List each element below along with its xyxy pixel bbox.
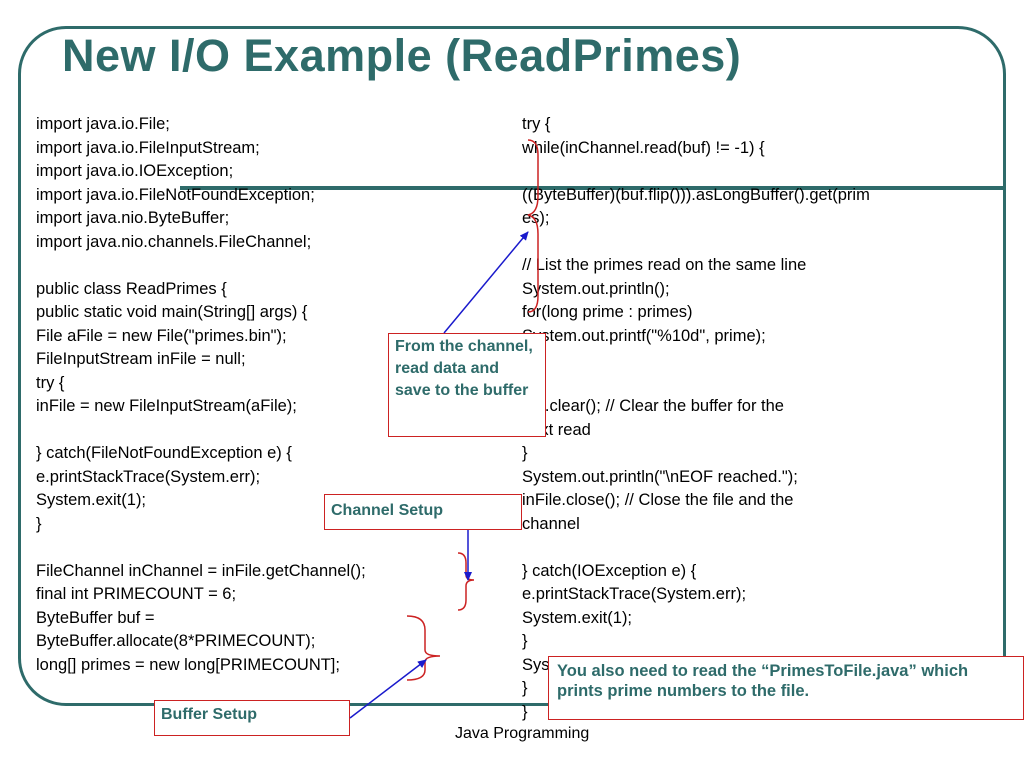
code-line: // List the primes read on the same line xyxy=(522,256,807,274)
code-line: System.out.printf("%10d", prime); xyxy=(522,326,766,345)
code-line: FileChannel inChannel = inFile.getChanne… xyxy=(36,561,366,580)
code-line: } xyxy=(522,632,528,650)
code-line: } catch(IOException e) { xyxy=(522,561,697,580)
code-line: System.out.println("\nEOF reached."); xyxy=(522,467,798,486)
brace-while-loop xyxy=(527,139,539,313)
code-line: public static void main(String[] args) { xyxy=(36,303,308,321)
arrow-channel-read xyxy=(443,231,529,334)
callout-channel-setup: Channel Setup xyxy=(324,494,522,530)
slide-frame xyxy=(18,26,1006,706)
code-line: es); xyxy=(522,209,550,227)
code-line: channel xyxy=(522,514,580,533)
code-line: e.printStackTrace(System.err); xyxy=(522,585,747,603)
code-line: import java.nio.channels.FileChannel; xyxy=(36,232,312,251)
code-line: inFile = new FileInputStream(aFile); xyxy=(36,397,297,415)
brace-channel-setup xyxy=(457,552,475,611)
code-line: inFile.close(); // Close the file and th… xyxy=(522,491,794,509)
code-line: import java.io.FileNotFoundException; xyxy=(36,185,315,204)
code-line: for(long prime : primes) xyxy=(522,303,693,321)
code-line: final int PRIMECOUNT = 6; xyxy=(36,585,237,603)
code-line: } xyxy=(522,679,528,697)
code-line: ByteBuffer buf = xyxy=(36,608,155,627)
code-line: } xyxy=(36,514,42,533)
code-line: System.exit(1); xyxy=(36,491,147,509)
code-line: System.exit(1); xyxy=(522,608,633,627)
code-line: while(inChannel.read(buf) != -1) { xyxy=(522,138,765,157)
code-line: e.printStackTrace(System.err); xyxy=(36,467,261,486)
code-line: ByteBuffer.allocate(8*PRIMECOUNT); xyxy=(36,632,316,650)
callout-buffer-setup: Buffer Setup xyxy=(154,700,350,736)
code-line: File aFile = new File("primes.bin"); xyxy=(36,326,287,345)
slide-footer: Java Programming xyxy=(455,725,590,742)
code-line: FileInputStream inFile = null; xyxy=(36,350,246,368)
code-line: } xyxy=(522,444,528,462)
code-line: try { xyxy=(522,115,551,133)
code-line: } xyxy=(522,702,528,721)
code-line: import java.nio.ByteBuffer; xyxy=(36,209,230,227)
code-block-left: import java.io.File; import java.io.FileI… xyxy=(36,113,366,677)
callout-channel-read: From the channel, read data and save to … xyxy=(388,333,546,437)
code-line: buf.clear(); // Clear the buffer for the xyxy=(522,397,784,415)
code-line: import java.io.File; xyxy=(36,115,170,133)
brace-buffer-setup xyxy=(406,615,441,681)
slide-title: New I/O Example (ReadPrimes) xyxy=(62,30,742,81)
code-line: import java.io.FileInputStream; xyxy=(36,138,260,157)
arrow-buffer-setup xyxy=(349,659,427,719)
code-line: ((ByteBuffer)(buf.flip())).asLongBuffer(… xyxy=(522,185,870,204)
code-line: public class ReadPrimes { xyxy=(36,279,227,298)
code-line: try { xyxy=(36,373,65,392)
code-block-right: try { while(inChannel.read(buf) != -1) {… xyxy=(522,113,870,724)
title-rule xyxy=(180,186,1006,190)
code-line: long[] primes = new long[PRIMECOUNT]; xyxy=(36,655,340,674)
callout-primes-to-file: You also need to read the “PrimesToFile.… xyxy=(548,656,1024,720)
code-line: System.out.println(); xyxy=(522,279,670,298)
code-line: import java.io.IOException; xyxy=(36,162,234,180)
code-line: } catch(FileNotFoundException e) { xyxy=(36,444,292,462)
